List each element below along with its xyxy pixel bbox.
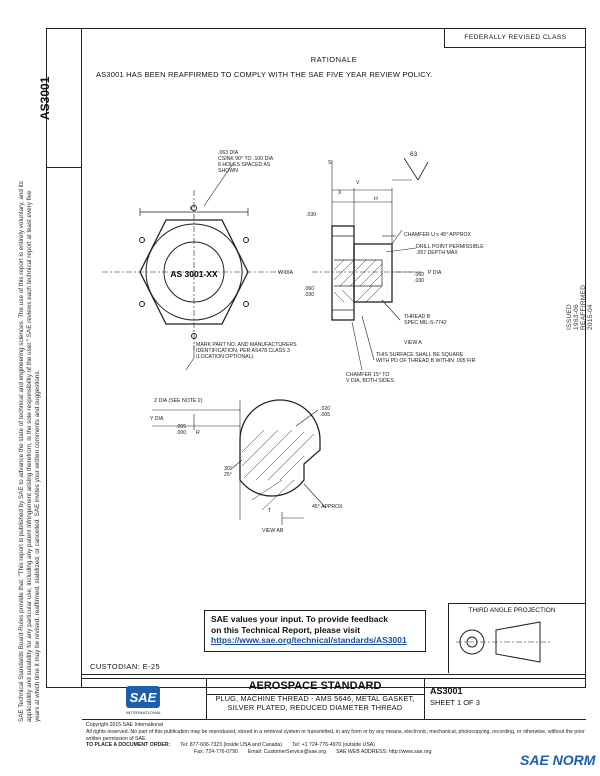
label-060-030: .060 .030 [304, 286, 315, 298]
label-marking-note: MARK PART NO. AND MANUFACTURERS IDENTIFI… [196, 342, 297, 360]
sae-logo: SAE [126, 686, 160, 708]
label-drill: DRILL POINT PERMISSIBLE .057 DEPTH MAX [416, 244, 484, 256]
left-strip [46, 28, 82, 688]
label-y-dia: Y DIA [150, 416, 164, 422]
label-p-dia: P DIA [428, 270, 442, 276]
title-block [82, 678, 586, 720]
label-h: H [374, 196, 378, 202]
feedback-box: SAE values your input. To provide feedba… [204, 610, 426, 652]
label-chamfer-bottom: CHAMFER 15° TO V DIA, BOTH SIDES [346, 372, 394, 384]
tel-usa: Tel: 877-606-7323 (inside USA and Canada… [180, 742, 283, 749]
standard-number: AS3001 [430, 686, 463, 696]
label-chamfer-top: CHAMFER U x 45° APPROX [404, 232, 471, 238]
part-marking: AS 3001-XX [170, 269, 218, 279]
email: Email: CustomerService@sae.org [247, 749, 327, 756]
label-view-ab: VIEW AB [262, 528, 284, 534]
fax: Fax: 724-776-0790 [194, 749, 238, 756]
doc-number-side: AS3001 [38, 76, 52, 120]
rationale-text: AS3001 HAS BEEN REAFFIRMED TO COMPLY WIT… [96, 70, 433, 79]
label-x: X [338, 190, 342, 196]
standard-description: PLUG, MACHINE THREAD - AMS 5646, METAL G… [215, 694, 415, 712]
feedback-link[interactable]: https://www.sae.org/technical/standards/… [211, 635, 407, 645]
sheet-number: SHEET 1 OF 3 [430, 698, 480, 707]
third-angle-symbol [456, 621, 552, 663]
order-label: TO PLACE A DOCUMENT ORDER: [86, 742, 171, 749]
feedback-line1: SAE values your input. To provide feedba… [211, 614, 388, 624]
copyright: Copyright 2015 SAE International [86, 722, 163, 728]
drawing-frame [46, 28, 586, 688]
web-address[interactable]: SAE WEB ADDRESS: http://www.sae.org [336, 749, 432, 756]
label-020-005: .020 .005 [320, 406, 331, 418]
doc-number-box [46, 28, 82, 168]
label-view-a: VIEW A [404, 340, 422, 346]
label-060-030b: .060 .030 [414, 272, 425, 284]
label-030: .030 [306, 212, 317, 218]
detail-profile [239, 399, 321, 497]
label-s: S [328, 160, 332, 166]
footer: Copyright 2015 SAE International All rig… [86, 722, 586, 756]
standard-heading: AEROSPACE STANDARD [206, 680, 424, 695]
sae-logo-text: SAE [130, 690, 157, 705]
label-thread: THREAD B SPEC MIL-S-7742 [404, 314, 447, 326]
label-w-dia: W DIA [278, 270, 293, 276]
third-angle-title: THIRD ANGLE PROJECTION [468, 607, 556, 614]
rights: All rights reserved. No part of this pub… [86, 728, 585, 742]
feedback-line2: on this Technical Report, please visit [211, 624, 361, 635]
left-disclaimer: SAE Technical Standards Board Rules prov… [18, 181, 41, 722]
label-lockwire: .063 DIA CSINK 90° TO .100 DIA 6 HOLES S… [218, 150, 274, 174]
watermark: SAE NORM [520, 752, 596, 768]
hex-side [331, 225, 355, 321]
label-r: R [196, 430, 200, 436]
custodian: CUSTODIAN: E-25 [90, 662, 161, 671]
label-angle: 30° 25° [224, 466, 232, 478]
rationale-heading: RATIONALE [310, 55, 358, 64]
label-l: L [190, 206, 193, 212]
label-005-000: .005 .000 [176, 424, 187, 436]
thread-body [353, 243, 393, 303]
label-z-dia: Z DIA (SEE NOTE 2) [154, 398, 203, 404]
revision-header: FEDERALLY REVISED CLASS [444, 28, 586, 48]
lock-hole [139, 301, 145, 307]
lock-hole [243, 301, 249, 307]
technical-drawing: AS 3001-XX [102, 157, 429, 525]
label-v: V [356, 180, 360, 186]
lock-hole [243, 237, 249, 243]
label-square-note: THIS SURFACE SHALL BE SQUARE WITH PD OF … [376, 352, 476, 364]
third-angle-box [448, 603, 586, 673]
label-finish: 63 [410, 151, 418, 158]
lock-hole [139, 237, 145, 243]
tel-intl: Tel: +1 724-776-4970 (outside USA) [292, 742, 375, 749]
label-t: T [268, 508, 272, 514]
label-chamfer-view: 45° APPROX [312, 504, 343, 510]
sae-logo-sub: INTERNATIONAL [126, 710, 162, 715]
